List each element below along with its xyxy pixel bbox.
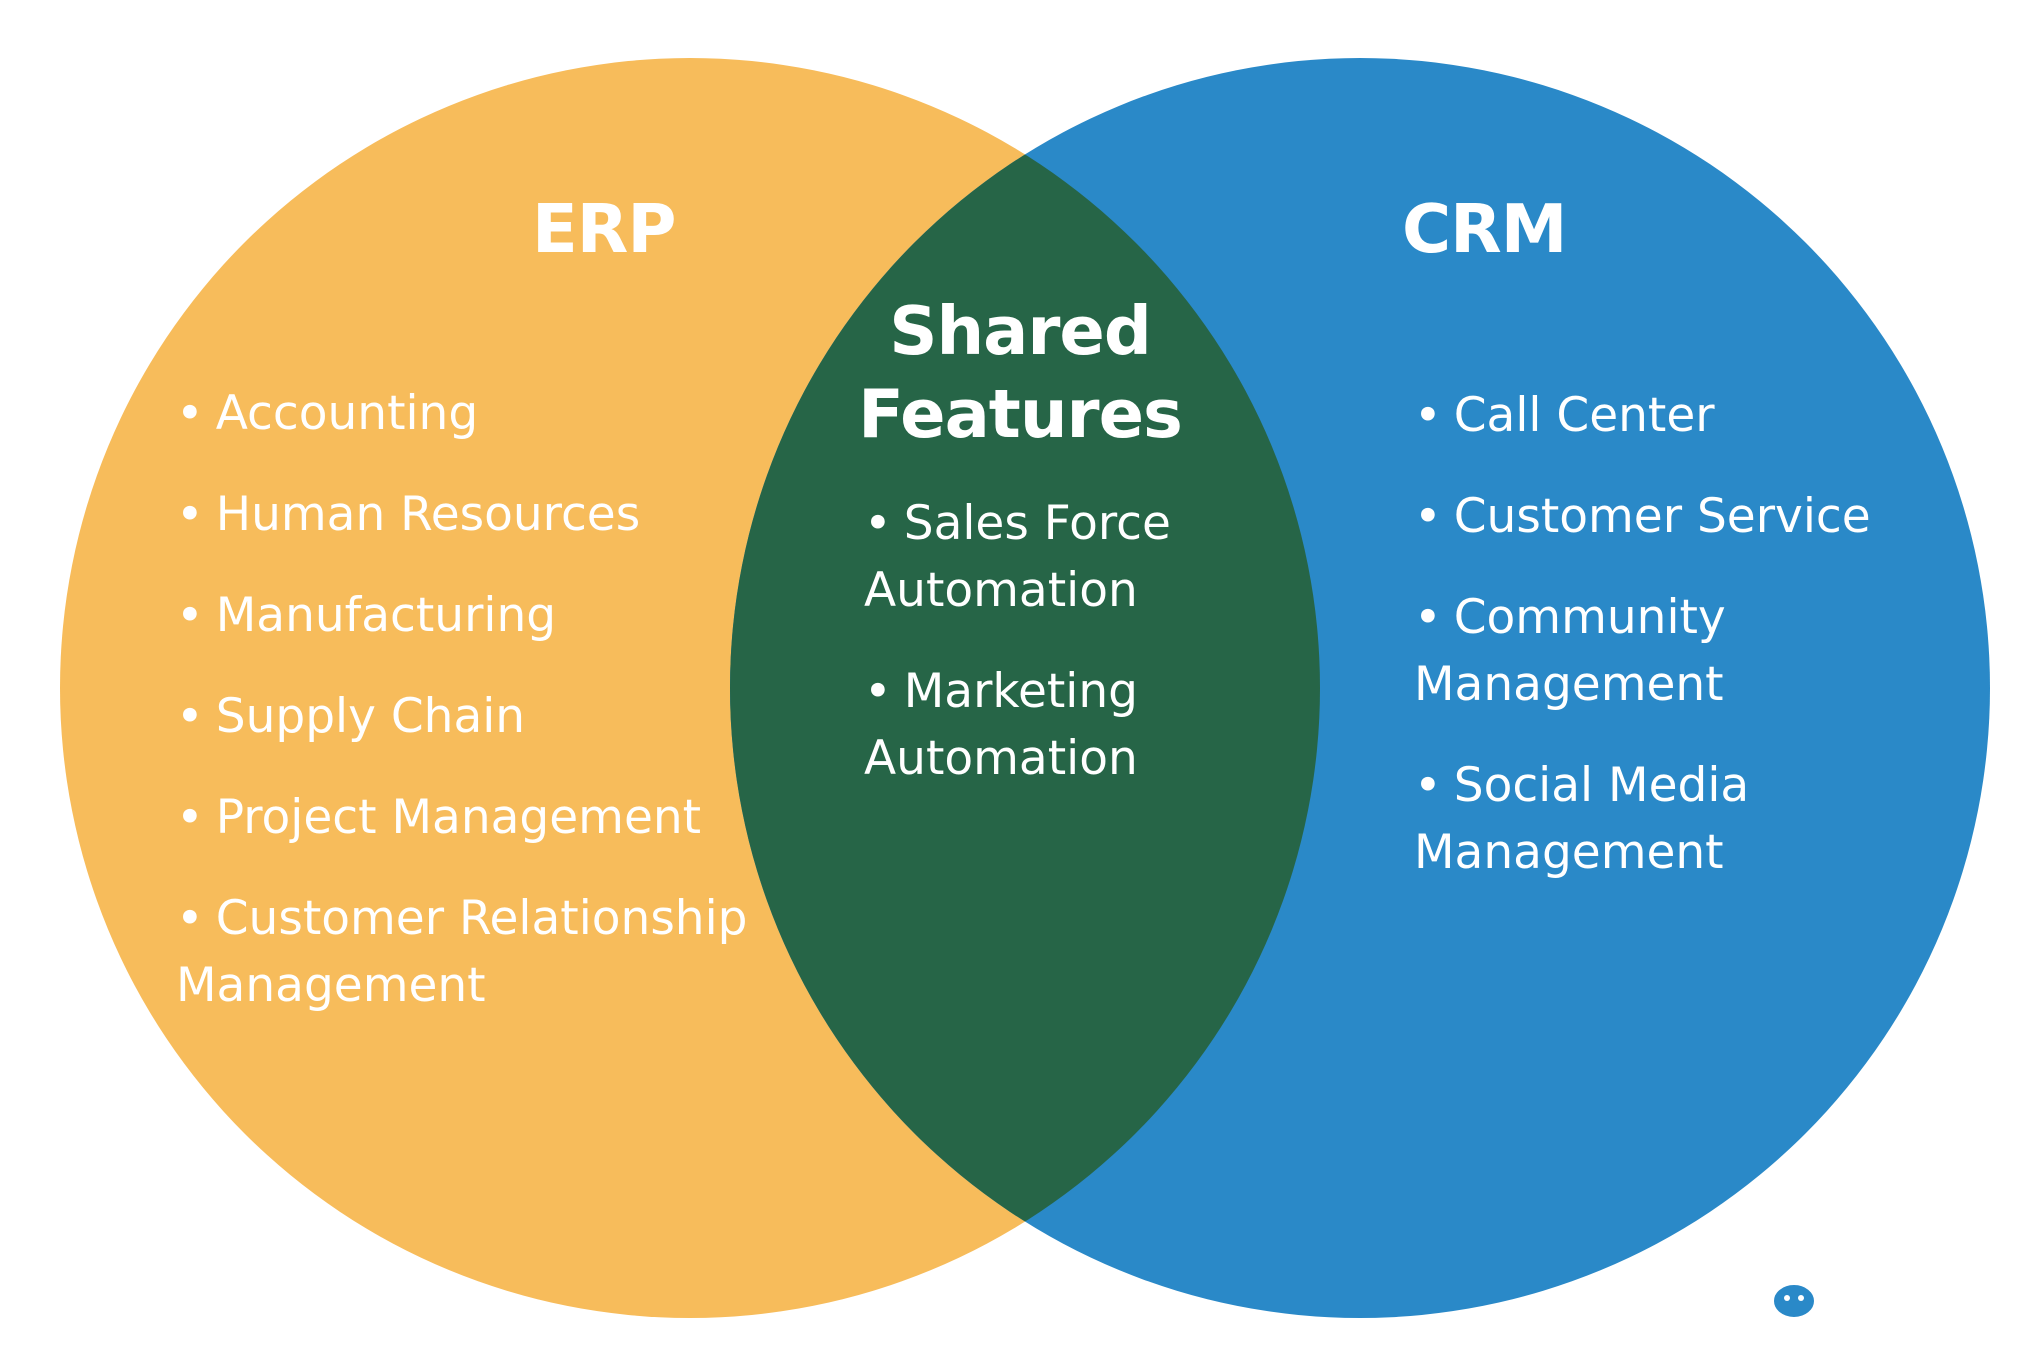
list-item-label: Sales Force Automation xyxy=(864,496,1171,618)
list-item-label: Human Resources xyxy=(215,487,641,542)
list-item-label: Marketing Automation xyxy=(864,664,1138,786)
bullet-icon: • xyxy=(1414,489,1442,544)
crm-item-community-management: •Community Management xyxy=(1414,584,1871,718)
list-item-label: Customer Relationship Management xyxy=(176,891,748,1013)
bullet-icon: • xyxy=(176,588,204,643)
bullet-icon: • xyxy=(1414,590,1442,645)
watermark: 森林島 xyxy=(1742,1256,1991,1331)
crm-title: CRM xyxy=(1402,190,1567,268)
crm-item-call-center: •Call Center xyxy=(1414,382,1871,449)
erp-item-supply-chain: •Supply Chain xyxy=(176,683,748,750)
erp-title: ERP xyxy=(532,190,676,268)
bullet-icon: • xyxy=(1414,388,1442,443)
list-item-label: Manufacturing xyxy=(215,588,557,643)
erp-item-customer-relationship-management: •Customer Relationship Management xyxy=(176,885,748,1019)
list-item-label: Supply Chain xyxy=(215,689,526,744)
erp-item-accounting: •Accounting xyxy=(176,380,748,447)
shared-item-marketing-automation: •Marketing Automation xyxy=(864,658,1171,792)
crm-feature-list: •Call Center •Customer Service •Communit… xyxy=(1414,382,1871,920)
shared-item-sales-force-automation: •Sales Force Automation xyxy=(864,490,1171,624)
bullet-icon: • xyxy=(864,496,892,551)
list-item-label: Project Management xyxy=(215,790,702,845)
erp-feature-list: •Accounting •Human Resources •Manufactur… xyxy=(176,380,748,1053)
bullet-icon: • xyxy=(176,689,204,744)
erp-item-manufacturing: •Manufacturing xyxy=(176,582,748,649)
shared-feature-list: •Sales Force Automation •Marketing Autom… xyxy=(864,490,1171,826)
crm-item-customer-service: •Customer Service xyxy=(1414,483,1871,550)
bullet-icon: • xyxy=(176,891,204,946)
shared-title: Shared Features xyxy=(858,292,1183,453)
list-item-label: Call Center xyxy=(1453,388,1715,443)
bullet-icon: • xyxy=(176,487,204,542)
list-item-label: Customer Service xyxy=(1453,489,1871,544)
list-item-label: Accounting xyxy=(215,386,479,441)
bullet-icon: • xyxy=(864,664,892,719)
erp-item-human-resources: •Human Resources xyxy=(176,481,748,548)
list-item-label: Community Management xyxy=(1414,590,1726,712)
bullet-icon: • xyxy=(176,386,204,441)
crm-item-social-media-management: •Social Media Management xyxy=(1414,752,1871,886)
watermark-text: 森林島 xyxy=(1832,1269,1992,1329)
list-item-label: Social Media Management xyxy=(1414,758,1750,880)
erp-item-project-management: •Project Management xyxy=(176,784,748,851)
wechat-icon xyxy=(1744,1263,1818,1326)
bullet-icon: • xyxy=(1414,758,1442,813)
shared-overlap xyxy=(730,58,1320,1318)
bullet-icon: • xyxy=(176,790,204,845)
